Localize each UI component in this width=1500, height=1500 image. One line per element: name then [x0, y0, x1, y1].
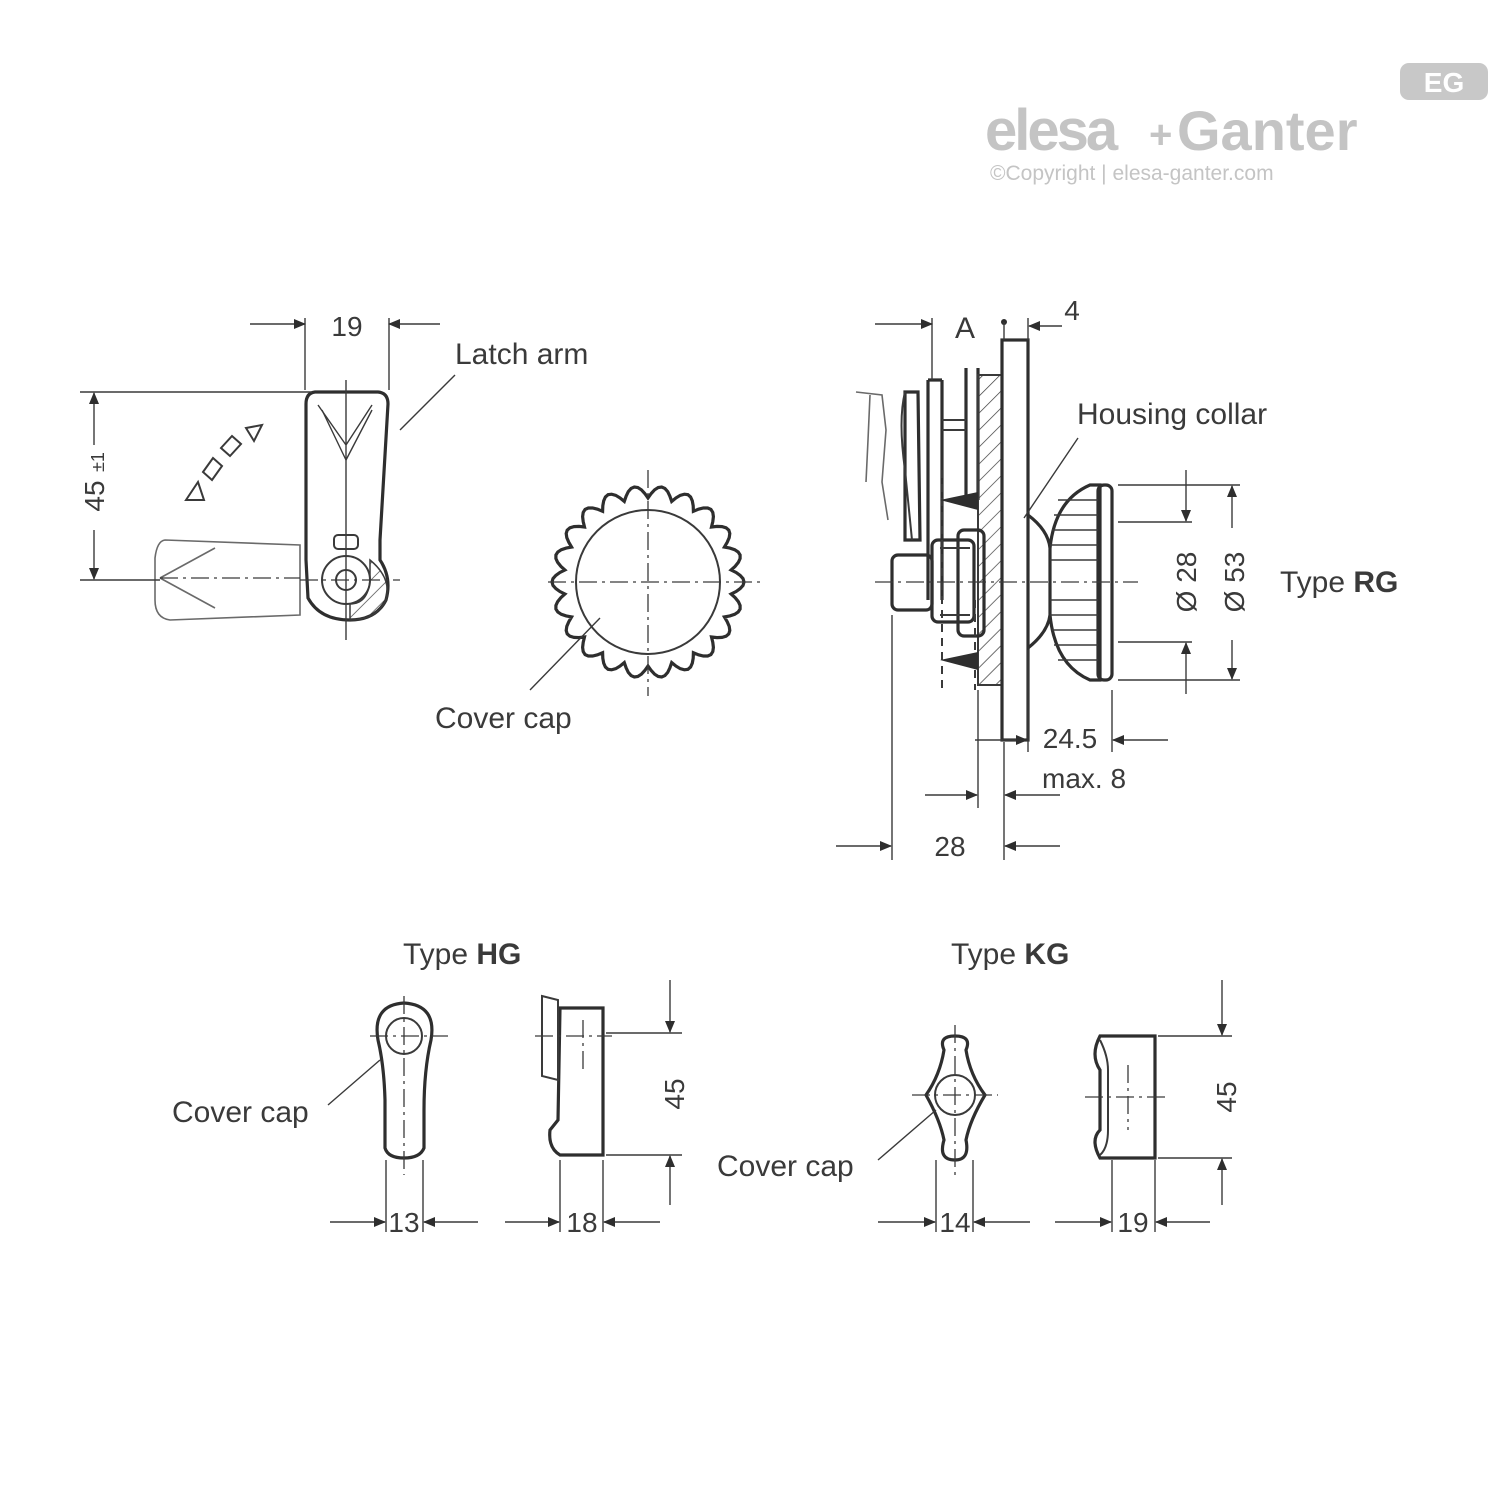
section-view: A 4 Housing collar Ø 28 Ø 53 Type RG 24.… — [836, 295, 1398, 862]
eg-badge-text: EG — [1424, 67, 1464, 98]
type-kg-label: Type KG — [951, 938, 1069, 971]
label-housing-collar: Housing collar — [1077, 398, 1267, 431]
dim-kg-height: 45 — [1211, 1081, 1242, 1112]
dim-hg-side-width: 18 — [566, 1207, 597, 1238]
brand-plus: + — [1149, 113, 1172, 157]
dim-arm-width: 19 — [331, 311, 362, 342]
label-section-a: A — [955, 312, 975, 345]
label-cover-cap-main: Cover cap — [435, 702, 572, 735]
dim-panel-max: max. 8 — [1042, 763, 1126, 794]
dim-collar-gap: 4 — [1064, 295, 1080, 326]
dim-hg-front-width: 13 — [388, 1207, 419, 1238]
brand-logo: EG elesa + Ganter ©Copyright | elesa-gan… — [985, 63, 1488, 185]
dim-arm-height: 45 — [79, 480, 110, 511]
type-kg-views: Type KG Cover cap 14 19 45 — [717, 938, 1242, 1238]
brand-name-right: Ganter — [1177, 99, 1358, 162]
latch-arm-view: 19 45 ±1 Latch arm — [79, 311, 588, 640]
label-cover-cap-kg: Cover cap — [717, 1150, 854, 1183]
dim-knob-length: 24.5 — [1043, 723, 1098, 754]
label-cover-cap-hg: Cover cap — [172, 1096, 309, 1129]
rotation-arrows-icon — [184, 423, 264, 501]
brand-name-left: elesa — [985, 98, 1119, 163]
dim-hg-height: 45 — [659, 1078, 690, 1109]
dim-dia-outer: Ø 53 — [1219, 552, 1250, 613]
dim-kg-side-width: 19 — [1117, 1207, 1148, 1238]
dim-kg-front-width: 14 — [939, 1207, 970, 1238]
copyright-text: ©Copyright | elesa-ganter.com — [990, 162, 1274, 185]
eg-badge-icon — [1400, 63, 1488, 100]
label-latch-arm: Latch arm — [455, 338, 588, 371]
type-hg-label: Type HG — [403, 938, 521, 971]
type-hg-views: Type HG Cover cap 13 18 45 — [172, 938, 690, 1238]
dim-body-length: 28 — [934, 831, 965, 862]
dim-arm-height-tol: ±1 — [88, 452, 108, 472]
type-rg-label: Type RG — [1280, 566, 1398, 599]
dim-dia-inner: Ø 28 — [1171, 552, 1202, 613]
cover-cap-view: Cover cap — [435, 470, 760, 735]
